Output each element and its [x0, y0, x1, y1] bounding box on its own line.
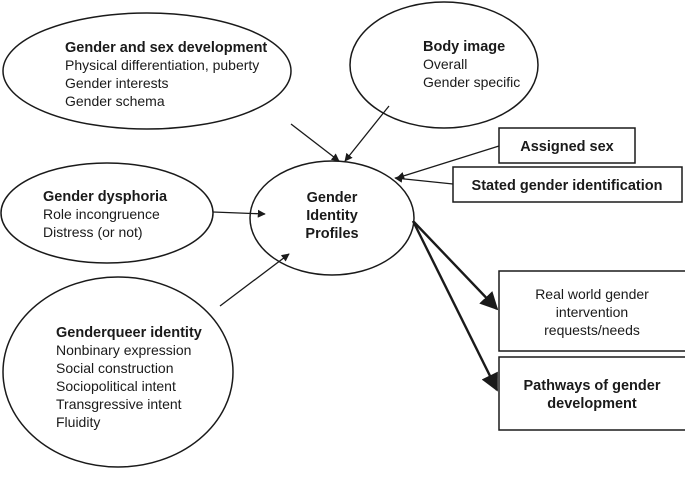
center-label-line: Gender — [307, 190, 358, 206]
body-image-ellipse — [349, 1, 539, 129]
genderqueer-item: Nonbinary expression — [56, 342, 191, 358]
real-world-line: Real world gender — [535, 286, 649, 302]
arrow-center-to-real-world — [412, 220, 499, 311]
stated-gender-label: Stated gender identification — [472, 178, 663, 194]
arrow-assigned-sex-to-center — [396, 145, 500, 180]
development-ellipse — [2, 12, 292, 130]
dysphoria-ellipse — [0, 162, 214, 264]
dysphoria-item: Role incongruence — [43, 206, 160, 222]
dysphoria-item: Distress (or not) — [43, 224, 143, 240]
pathways-line: development — [547, 396, 637, 412]
real-world-line: requests/needs — [544, 322, 640, 338]
center-label-line: Profiles — [305, 226, 358, 242]
genderqueer-ellipse — [2, 276, 234, 468]
center-label-line: Identity — [306, 208, 358, 224]
development-item: Gender schema — [65, 93, 165, 109]
body-image-title: Body image — [423, 39, 505, 55]
genderqueer-item: Social construction — [56, 360, 174, 376]
pathways-line: Pathways of gender — [524, 378, 661, 394]
pathways-box — [498, 356, 685, 431]
genderqueer-item: Transgressive intent — [56, 396, 182, 412]
dysphoria-title: Gender dysphoria — [43, 189, 168, 205]
body-image-item: Overall — [423, 56, 467, 72]
development-title: Gender and sex development — [65, 40, 267, 56]
arrow-stated-gender-to-center — [394, 174, 454, 185]
assigned-sex-label: Assigned sex — [520, 139, 614, 155]
development-item: Physical differentiation, puberty — [65, 57, 259, 73]
arrow-development-to-center — [290, 123, 340, 162]
genderqueer-item: Sociopolitical intent — [56, 378, 176, 394]
real-world-box — [498, 270, 685, 352]
arrow-dysphoria-to-center — [212, 209, 266, 218]
genderqueer-item: Fluidity — [56, 414, 100, 430]
arrow-body-image-to-center — [344, 105, 390, 162]
development-item: Gender interests — [65, 75, 169, 91]
arrow-center-to-pathways — [411, 220, 499, 392]
assigned-sex-box — [498, 127, 636, 164]
stated-gender-box — [452, 166, 683, 203]
genderqueer-title: Genderqueer identity — [56, 325, 202, 341]
real-world-line: intervention — [556, 304, 628, 320]
arrow-genderqueer-to-center — [219, 253, 290, 307]
body-image-item: Gender specific — [423, 74, 520, 90]
